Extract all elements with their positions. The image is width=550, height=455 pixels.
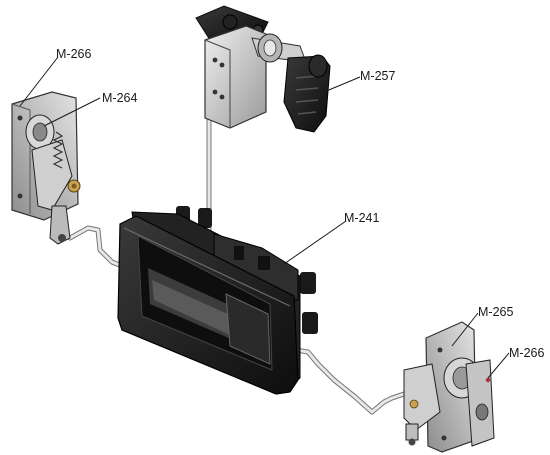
component-m241 (117, 206, 318, 395)
callout-m264: M-264 (102, 91, 137, 105)
callout-m265: M-265 (478, 305, 513, 319)
leader-m265 (451, 312, 479, 347)
leader-lines (19, 56, 510, 379)
callout-labels: M-266 M-264 M-257 M-241 M-265 M-266 (56, 47, 544, 360)
component-m265 (403, 321, 495, 453)
callout-m266-bottom: M-266 (509, 346, 544, 360)
component-m257 (195, 5, 331, 133)
callout-m266-top: M-266 (56, 47, 91, 61)
leader-m266-top (19, 56, 59, 107)
callout-m257: M-257 (360, 69, 395, 83)
leader-m266-bottom (487, 352, 510, 379)
component-m264 (11, 91, 81, 245)
leader-m264 (43, 97, 101, 127)
leader-m257 (323, 76, 361, 93)
callout-m241: M-241 (344, 211, 379, 225)
leader-m241 (283, 220, 347, 265)
